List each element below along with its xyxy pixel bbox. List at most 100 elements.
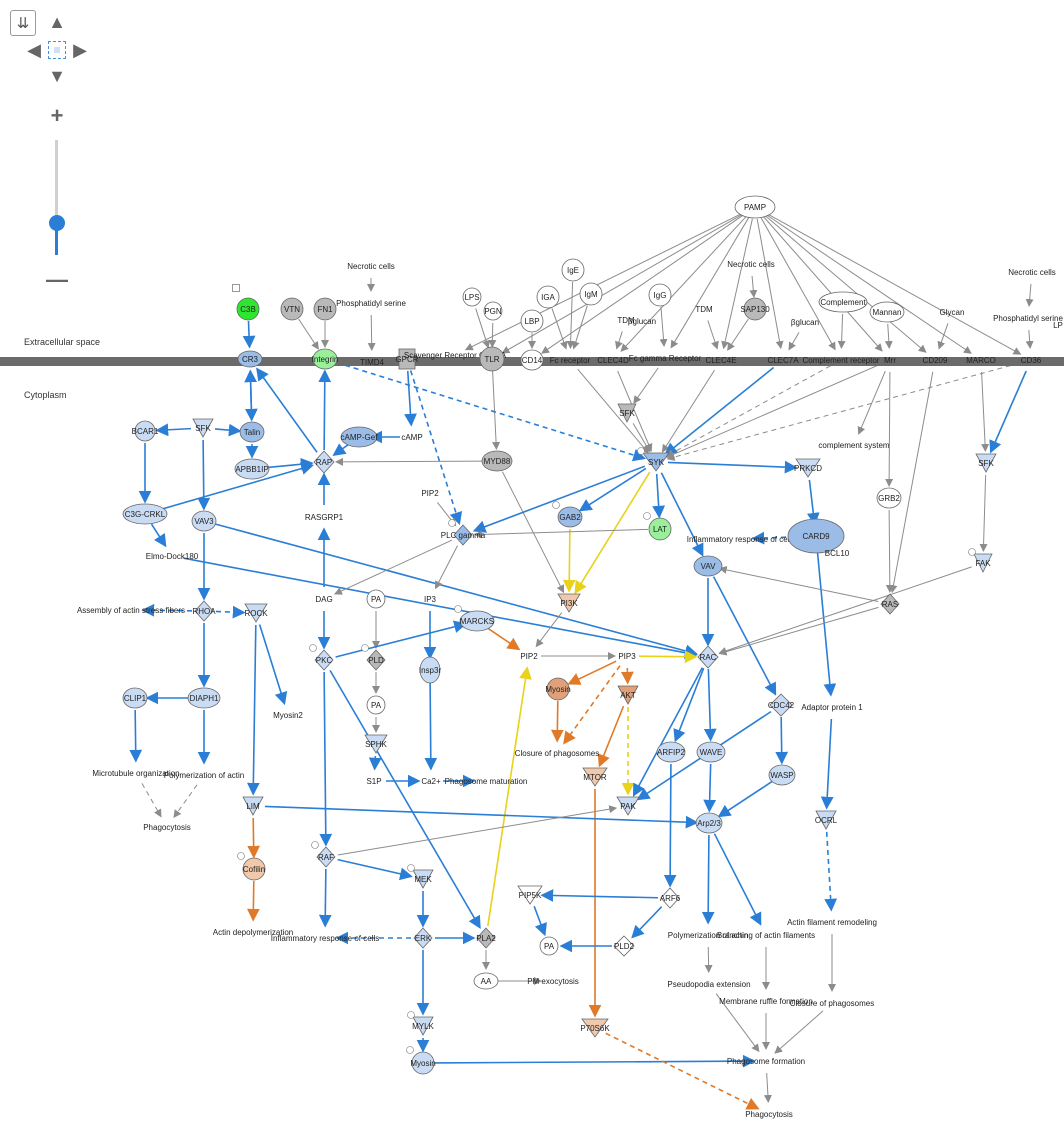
zoom-in-button[interactable]: + [47,106,67,126]
node-ocrl[interactable]: OCRL [815,811,838,829]
node-wave[interactable]: WAVE [697,742,725,762]
node-cd209[interactable]: CD209 [923,356,948,365]
node-p70s6k[interactable]: P70S6K [580,1019,610,1037]
node-vav[interactable]: VAV [694,556,722,576]
node-mylk[interactable]: MYLK [408,1012,435,1036]
node-raf[interactable]: RAF [312,842,336,868]
node-marco[interactable]: MARCO [966,356,996,365]
node-vav3[interactable]: VAV3 [192,511,216,531]
collapse-panel-button[interactable]: ⇊ [10,10,36,36]
node-cr3[interactable]: CR3 [238,351,262,367]
node-pld[interactable]: PLD [362,645,386,671]
fit-to-view-button[interactable] [48,41,66,59]
node-bglucan-a[interactable]: βglucan [628,317,656,326]
node-clec4d[interactable]: CLEC4D [597,356,629,365]
node-mannan[interactable]: Mannan [870,302,904,322]
node-vtn[interactable]: VTN [281,298,303,320]
node-actin-remodeling[interactable]: Actin filament remodeling [787,918,877,927]
node-apbb1ip[interactable]: APBB1IP [235,459,269,479]
node-mrr[interactable]: Mrr [884,356,896,365]
node-talin[interactable]: Talin [240,422,264,442]
node-phagosome-formation[interactable]: Phagosome formation [727,1057,805,1066]
node-phosphatidylserine-a[interactable]: Phosphatidyl serine [336,299,406,308]
node-necrotic-cells-b[interactable]: Necrotic cells [727,260,775,269]
node-pak[interactable]: PAK [617,797,639,815]
node-insp3r[interactable]: Insp3r [419,657,442,683]
node-arfip2[interactable]: ARFIP2 [657,742,686,762]
node-pip3[interactable]: PIP3 [618,652,636,661]
node-tlr[interactable]: TLR [480,347,504,371]
zoom-slider-handle[interactable] [49,215,65,231]
node-myd88[interactable]: MYD88 [482,451,512,471]
node-myosin2[interactable]: Myosin2 [273,711,303,720]
node-necrotic-cells-c[interactable]: Necrotic cells [1008,268,1056,277]
node-sfk-right[interactable]: SFK [976,454,996,472]
node-glycan[interactable]: Glycan [940,308,965,317]
node-branching[interactable]: Branching of actin filaments [717,931,815,940]
node-pip2-b[interactable]: PIP2 [520,652,538,661]
node-cd36[interactable]: CD36 [1021,356,1042,365]
node-lim[interactable]: LIM [243,797,263,815]
node-fak[interactable]: FAK [969,549,993,573]
node-closure-a[interactable]: Closure of phagosomes [515,749,600,758]
node-cofilin[interactable]: Cofilin [238,853,266,881]
node-clec4e[interactable]: CLEC4E [705,356,736,365]
node-lbp[interactable]: LBP [521,310,543,332]
node-myosin-b[interactable]: Myosin [407,1047,436,1075]
node-necrotic-cells-a[interactable]: Necrotic cells [347,262,395,271]
node-ca2[interactable]: Ca2+ [421,777,441,786]
node-marcks[interactable]: MARCKS [455,606,495,632]
node-igm[interactable]: IgM [580,283,602,305]
node-clip1[interactable]: CLIP1 [123,688,147,708]
node-phagocytosis-b[interactable]: Phagocytosis [745,1110,793,1119]
zoom-out-button[interactable]: — [47,270,67,290]
node-rhoa[interactable]: RHOA [192,601,216,621]
node-aa[interactable]: AA [474,973,498,989]
node-prkcd[interactable]: PRKCD [794,459,822,477]
node-sfk-top[interactable]: SFK [618,404,636,422]
node-ip3[interactable]: IP3 [424,595,437,604]
pan-up-button[interactable]: ▲ [47,12,67,32]
node-camp-gef[interactable]: cAMP-Gef [341,427,379,447]
node-elmo-dock180[interactable]: Elmo-Dock180 [146,552,199,561]
node-cdc42[interactable]: CDC42 [768,694,795,716]
node-inflammatory-response-a[interactable]: Inflammatory response of cells [687,535,796,544]
node-pgn[interactable]: PGN [484,302,502,320]
node-pkc[interactable]: PKC [310,645,334,671]
node-pa-c[interactable]: PA [540,937,558,955]
node-lat[interactable]: LAT [644,513,672,541]
node-plc-gamma[interactable]: PLC gamma [441,520,486,546]
node-complement-system[interactable]: complement system [818,441,889,450]
node-phagocytosis-a[interactable]: Phagocytosis [143,823,191,832]
node-card9[interactable]: CARD9 [788,519,844,553]
node-pip2-a[interactable]: PIP2 [421,489,439,498]
node-pa-b[interactable]: PA [367,696,385,714]
node-bcl10[interactable]: BCL10 [825,549,850,558]
node-grb2[interactable]: GRB2 [877,488,901,508]
node-wasp[interactable]: WASP [769,765,795,785]
node-clec7a[interactable]: CLEC7A [767,356,799,365]
node-pip5k[interactable]: PIP5K [518,886,542,904]
node-gab2[interactable]: GAB2 [553,502,583,528]
node-cd14[interactable]: CD14 [521,350,543,370]
node-erk[interactable]: ERK [414,928,432,948]
node-pa-a[interactable]: PA [367,590,385,608]
node-polymerization-a[interactable]: Polymerization of actin [164,771,244,780]
pan-left-button[interactable]: ◀ [24,40,44,60]
node-fc-receptor[interactable]: Fc receptor [550,356,591,365]
node-arp23[interactable]: Arp2/3 [696,813,722,833]
node-mtor[interactable]: MTOR [583,768,607,786]
node-bcar1[interactable]: BCAR1 [132,421,159,441]
node-pld2[interactable]: PLD2 [614,936,635,956]
node-sfk-left[interactable]: SFK [193,419,213,437]
node-complement-receptor[interactable]: Complement receptor [803,356,880,365]
node-c3b[interactable]: C3B [237,298,259,320]
node-pi3k[interactable]: PI3K [558,594,580,612]
node-lp[interactable]: LP [1053,321,1063,330]
pan-down-button[interactable]: ▼ [47,66,67,86]
node-tdm-b[interactable]: TDM [695,305,713,314]
node-closure-b[interactable]: Closure of phagosomes [790,999,875,1008]
node-adaptor[interactable]: Adaptor protein 1 [801,703,863,712]
node-pseudopodia[interactable]: Pseudopodia extension [667,980,750,989]
